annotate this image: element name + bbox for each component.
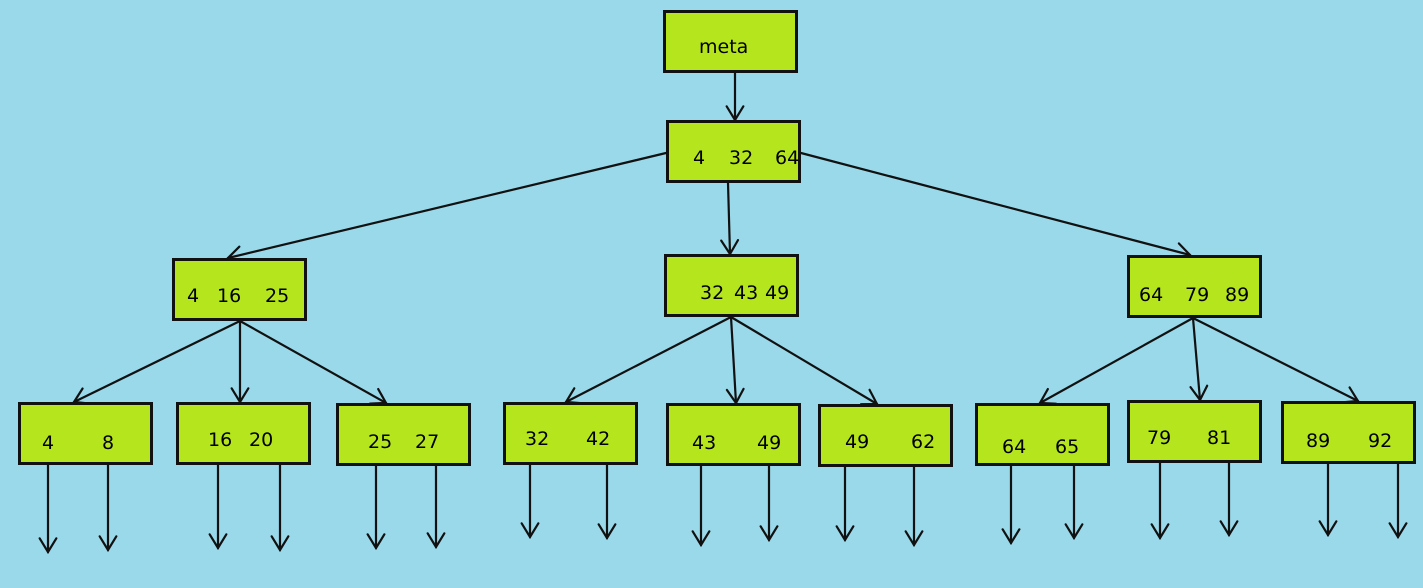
meta-node: meta — [663, 10, 798, 73]
leaf-node: 64 65 — [975, 403, 1110, 466]
branch-key: 4 — [187, 285, 200, 307]
arrowhead-icon — [1064, 523, 1084, 541]
branch-key: 79 — [1185, 284, 1210, 306]
arrowhead-icon — [98, 535, 118, 553]
leaf-key: 64 — [1002, 436, 1027, 458]
leaf-key: 92 — [1368, 430, 1393, 452]
arrowhead-icon — [1219, 520, 1239, 538]
edge-branch-leaf — [238, 319, 388, 405]
edge-branch-leaf — [1191, 316, 1202, 402]
leaf-key: 42 — [586, 428, 611, 450]
edge-branch-leaf — [729, 315, 738, 405]
arrowhead-icon — [520, 522, 540, 540]
leaf-key: 49 — [757, 432, 782, 454]
edge-branch-leaf — [729, 315, 879, 406]
arrowhead-icon — [366, 533, 386, 551]
leaf-node: 89 92 — [1281, 401, 1416, 464]
meta-label: meta — [699, 36, 749, 58]
leaf-key: 49 — [845, 431, 870, 453]
leaf-key: 81 — [1207, 427, 1232, 449]
leaf-node: 25 27 — [336, 403, 471, 466]
branch-key: 32 — [700, 282, 725, 304]
leaf-key: 32 — [525, 428, 550, 450]
edge-root-branch — [726, 181, 732, 256]
edge-root-branch — [799, 151, 1192, 257]
branch-key: 64 — [1139, 284, 1164, 306]
root-key: 32 — [729, 147, 754, 169]
edge-branch-leaf — [1038, 316, 1195, 405]
branch-node: 4 16 25 — [172, 258, 307, 321]
leaf-key: 4 — [42, 432, 55, 454]
leaf-key: 8 — [102, 432, 115, 454]
leaf-key: 25 — [368, 431, 393, 453]
root-key: 64 — [775, 147, 800, 169]
leaf-node: 79 81 — [1127, 400, 1262, 463]
arrowhead-icon — [1388, 522, 1408, 540]
arrowhead-icon — [1001, 528, 1021, 546]
arrowhead-icon — [835, 525, 855, 543]
arrowhead-icon — [1150, 523, 1170, 541]
leaf-key: 20 — [249, 429, 274, 451]
edge-branch-leaf — [1191, 316, 1360, 403]
arrowhead-icon — [597, 523, 617, 541]
arrowhead-icon — [270, 535, 290, 553]
branch-key: 25 — [265, 285, 290, 307]
leaf-key: 65 — [1055, 436, 1080, 458]
leaf-node: 43 49 — [666, 403, 801, 466]
leaf-key: 43 — [692, 432, 717, 454]
leaf-key: 27 — [415, 431, 440, 453]
leaf-node: 49 62 — [818, 404, 953, 467]
arrowhead-icon — [759, 525, 779, 543]
leaf-node: 16 20 — [176, 402, 311, 465]
arrowhead-icon — [426, 532, 446, 550]
edge-root-branch — [226, 151, 668, 260]
root-node: 4 32 64 — [666, 120, 801, 183]
branch-key: 16 — [217, 285, 242, 307]
leaf-key: 16 — [208, 429, 233, 451]
leaf-node: 32 42 — [503, 402, 638, 465]
leaf-key: 62 — [911, 431, 936, 453]
arrowhead-icon — [691, 530, 711, 548]
leaf-key: 79 — [1147, 427, 1172, 449]
branch-key: 89 — [1225, 284, 1250, 306]
branch-node: 64 79 89 — [1127, 255, 1262, 318]
leaf-key: 89 — [1306, 430, 1331, 452]
edge-branch-leaf — [72, 319, 242, 404]
arrowhead-icon — [904, 530, 924, 548]
arrowhead-icon — [38, 537, 58, 555]
branch-node: 32 43 49 — [664, 254, 799, 317]
arrowhead-icon — [1318, 520, 1338, 538]
arrowhead-icon — [208, 533, 228, 551]
branch-key: 43 — [734, 282, 759, 304]
root-key: 4 — [693, 147, 706, 169]
edge-branch-leaf — [564, 315, 733, 404]
branch-key: 49 — [765, 282, 790, 304]
leaf-node: 4 8 — [18, 402, 153, 465]
